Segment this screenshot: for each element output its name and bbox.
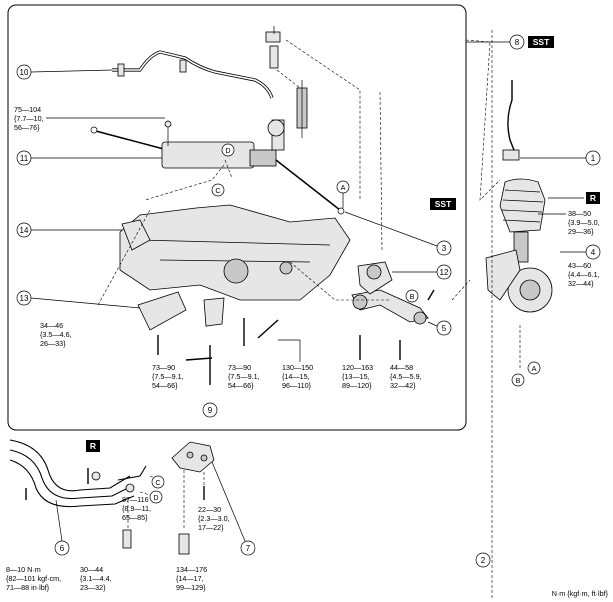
svg-text:130—150{14—15,96—110}: 130—150{14—15,96—110}: [282, 363, 313, 390]
svg-text:73—90{7.5—9.1,54—66}: 73—90{7.5—9.1,54—66}: [228, 363, 260, 390]
torque-frame-1: 73—90{7.5—9.1,54—66}: [152, 363, 184, 390]
svg-text:SST: SST: [435, 199, 452, 209]
svg-text:5: 5: [442, 324, 447, 333]
svg-text:C: C: [215, 186, 220, 195]
torque-frame-5: 44—58{4.5—5.9,32—42}: [390, 363, 422, 390]
torque-part-4: 22—30{2.3—3.0,17—22}: [198, 505, 230, 532]
lower-arm: [351, 289, 429, 325]
marker-d-lower: D: [149, 490, 163, 504]
svg-text:2: 2: [481, 556, 486, 565]
callout-7: 7: [211, 461, 256, 556]
svg-text:12: 12: [440, 268, 449, 277]
svg-text:134—176{14—17,99—129}: 134—176{14—17,99—129}: [176, 565, 207, 592]
svg-text:A: A: [341, 183, 346, 192]
strut-assembly: [485, 80, 553, 313]
svg-text:4: 4: [591, 248, 596, 257]
svg-text:120—163{13—15,89—120}: 120—163{13—15,89—120}: [342, 363, 373, 390]
svg-text:44—58{4.5—5.9,32—42}: 44—58{4.5—5.9,32—42}: [390, 363, 422, 390]
svg-text:B: B: [410, 292, 415, 301]
torque-mount: 34—46{3.5—4.6,26—33}: [40, 321, 72, 348]
bolts-lower: [122, 470, 205, 555]
pipe-assembly: [9, 439, 147, 508]
torque-pipe: 8—10 N·m{82—101 kgf·cm,71—88 in·lbf}: [6, 565, 61, 592]
svg-text:13: 13: [20, 294, 29, 303]
steering-gear: [90, 119, 345, 215]
assembly-frame: [7, 4, 467, 431]
marker-c-lower: C: [151, 475, 165, 489]
units-note: N·m {kgf·m, ft·lbf}: [552, 589, 609, 598]
torque-tie-rod: 75—104{7.7—10,56—76}: [14, 105, 165, 132]
marker-c-upper: C: [211, 183, 225, 197]
marker-a-upper: A: [336, 180, 350, 208]
torque-frame-3: 130—150{14—15,96—110}: [278, 339, 313, 390]
svg-text:30—44{3.1—4.4,23—32}: 30—44{3.1—4.4,23—32}: [80, 565, 112, 592]
crossmember-bracket: [137, 291, 225, 331]
callout-6: 6: [54, 499, 70, 556]
svg-text:8: 8: [515, 38, 520, 47]
torque-frame-4: 120—163{13—15,89—120}: [342, 363, 373, 390]
callout-4: 4: [560, 244, 601, 260]
marker-b-upper: B: [405, 289, 419, 303]
marker-d-upper: D: [221, 143, 235, 157]
torque-bracket: 30—44{3.1—4.4,23—32}: [80, 565, 112, 592]
svg-text:75—104{7.7—10,56—76}: 75—104{7.7—10,56—76}: [14, 105, 44, 132]
callout-13: 13: [16, 290, 141, 309]
svg-text:14: 14: [20, 226, 29, 235]
svg-text:6: 6: [60, 544, 65, 553]
callout-14: 14: [16, 222, 122, 238]
lower-arm-bushing: [357, 261, 393, 295]
svg-text:D: D: [153, 493, 158, 502]
callout-1: 1: [520, 150, 601, 166]
svg-text:SST: SST: [533, 37, 550, 47]
marker-b-lower: B: [511, 373, 525, 387]
svg-text:10: 10: [20, 68, 29, 77]
stabilizer-bar: [112, 50, 274, 99]
svg-text:34—46{3.5—4.6,26—33}: 34—46{3.5—4.6,26—33}: [40, 321, 72, 348]
svg-text:R: R: [590, 193, 596, 203]
callout-10: 10: [16, 64, 113, 80]
svg-text:C: C: [155, 478, 160, 487]
bolts: [157, 289, 435, 385]
marker-a-lower: A: [527, 361, 541, 375]
svg-text:38—50{3.9—5.0,29—36}: 38—50{3.9—5.0,29—36}: [568, 209, 600, 236]
svg-text:7: 7: [246, 544, 251, 553]
svg-text:B: B: [516, 376, 521, 385]
torque-part-3: 134—176{14—17,99—129}: [176, 565, 207, 592]
front-crossmember: [119, 204, 351, 301]
svg-text:9: 9: [208, 406, 213, 415]
torque-part-2: 87—116{8.9—11,65—85}: [122, 495, 151, 522]
callout-12: 12: [392, 264, 452, 280]
torque-frame-2: 73—90{7.5—9.1,54—66}: [228, 363, 260, 390]
stabilizer-link: [265, 26, 361, 200]
callout-3: 3: [344, 211, 452, 256]
svg-text:73—90{7.5—9.1,54—66}: 73—90{7.5—9.1,54—66}: [152, 363, 184, 390]
bracket-7: [171, 441, 215, 473]
callout-11: 11: [16, 150, 162, 166]
svg-text:22—30{2.3—3.0,17—22}: 22—30{2.3—3.0,17—22}: [198, 505, 230, 532]
sst-badge-mid: SST: [430, 198, 456, 210]
callout-2: 2: [475, 552, 491, 568]
svg-text:D: D: [225, 146, 230, 155]
callout-5: 5: [427, 320, 452, 336]
svg-text:43—60{4.4—6.1,32—44}: 43—60{4.4—6.1,32—44}: [568, 261, 600, 288]
r-badge-left: R: [86, 440, 100, 452]
svg-text:87—116{8.9—11,65—85}: 87—116{8.9—11,65—85}: [122, 495, 151, 522]
svg-text:A: A: [532, 364, 537, 373]
svg-text:1: 1: [591, 154, 596, 163]
sst-badge-top: SST: [528, 36, 554, 48]
r-badge-right: R: [548, 192, 600, 204]
svg-text:8—10 N·m{82—101 kgf·cm,71—88 i: 8—10 N·m{82—101 kgf·cm,71—88 in·lbf}: [6, 565, 61, 592]
torque-stab-link: 43—60{4.4—6.1,32—44}: [568, 261, 600, 288]
svg-text:R: R: [90, 441, 96, 451]
callout-9: 9: [202, 402, 218, 418]
svg-text:11: 11: [20, 154, 29, 163]
torque-strut: 38—50{3.9—5.0,29—36}: [538, 209, 600, 236]
callout-8: 8: [466, 34, 525, 50]
svg-text:3: 3: [442, 244, 447, 253]
